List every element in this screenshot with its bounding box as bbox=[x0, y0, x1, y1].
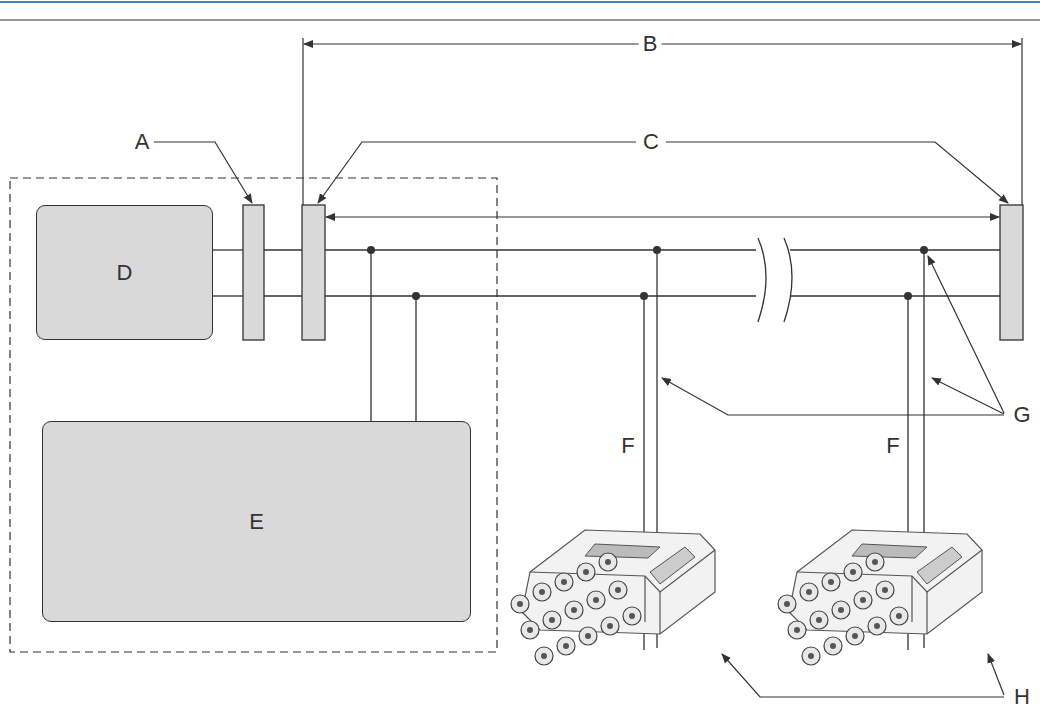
controller-box: E bbox=[42, 421, 471, 622]
dimension-label: B bbox=[639, 32, 662, 56]
callout-letter: F bbox=[617, 434, 638, 458]
callout-letter: C bbox=[639, 130, 663, 154]
callout-letter: H bbox=[1010, 685, 1034, 709]
device-box: D bbox=[36, 205, 213, 340]
node-label: E bbox=[249, 509, 264, 535]
callout-letter: G bbox=[1009, 403, 1034, 427]
callout-letter: A bbox=[131, 130, 154, 154]
node-label: D bbox=[117, 260, 133, 286]
callout-letter: F bbox=[882, 434, 903, 458]
